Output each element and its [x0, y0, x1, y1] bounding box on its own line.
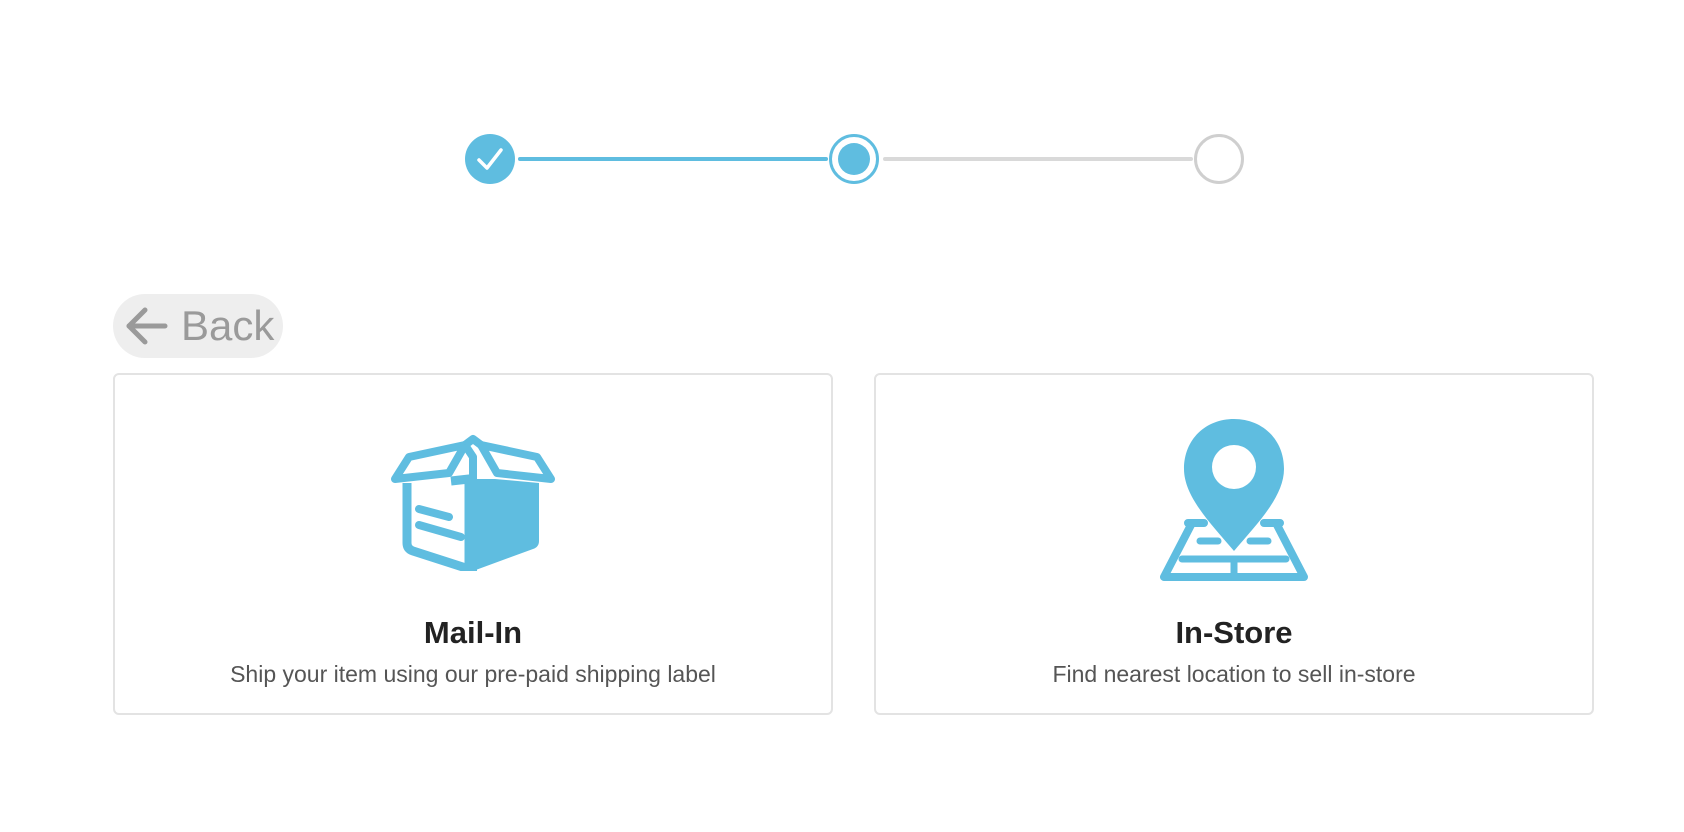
arrow-left-icon — [126, 307, 168, 345]
mail-in-description: Ship your item using our pre-paid shippi… — [230, 661, 716, 687]
back-button-label: Back — [181, 302, 275, 349]
mail-in-option-card[interactable]: Mail-In Ship your item using our pre-pai… — [113, 373, 833, 715]
step-current-indicator — [838, 143, 870, 175]
check-icon — [477, 148, 503, 170]
back-button[interactable]: Back — [113, 294, 283, 358]
open-box-icon — [391, 435, 555, 571]
step-2-current — [829, 134, 879, 184]
in-store-title: In-Store — [1175, 615, 1293, 650]
step-1-completed — [465, 134, 515, 184]
in-store-option-card[interactable]: In-Store Find nearest location to sell i… — [874, 373, 1594, 715]
stepper-connector-upcoming — [883, 157, 1193, 161]
stepper-connector-completed — [518, 157, 828, 161]
progress-stepper — [0, 0, 1684, 260]
map-pin-icon — [1160, 419, 1308, 581]
step-3-upcoming — [1194, 134, 1244, 184]
in-store-description: Find nearest location to sell in-store — [1052, 661, 1416, 687]
mail-in-title: Mail-In — [423, 615, 523, 650]
